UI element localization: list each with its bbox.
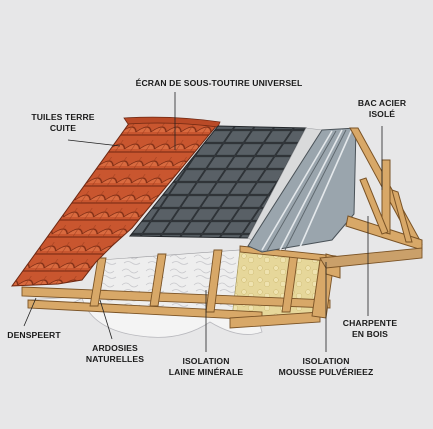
label-densepeert: DENSPEERT (7, 330, 61, 340)
label-bac: BAC ACIER ISOLÉ (357, 98, 407, 119)
label-charpente: CHARPENTE EN BOIS (342, 318, 398, 339)
clay-tiles (10, 121, 220, 287)
label-isolation-laine: ISOLATION LAINE MINÉRALE (168, 356, 244, 377)
label-ecran: ÉCRAN DE SOUS-TOUTIRE UNIVERSEL (135, 78, 303, 88)
eave-beam (319, 247, 423, 269)
label-tuiles: TUILES TERRE CUITE (31, 112, 95, 133)
label-ardoisies: ARDOSIES NATURELLES (85, 343, 145, 364)
leader-lines (23, 92, 383, 352)
timber-truss (325, 127, 423, 279)
label-isolation-mousse: ISOLATION MOUSSE PULVÉRIEEZ (278, 356, 374, 377)
spray-foam-area (231, 249, 321, 319)
